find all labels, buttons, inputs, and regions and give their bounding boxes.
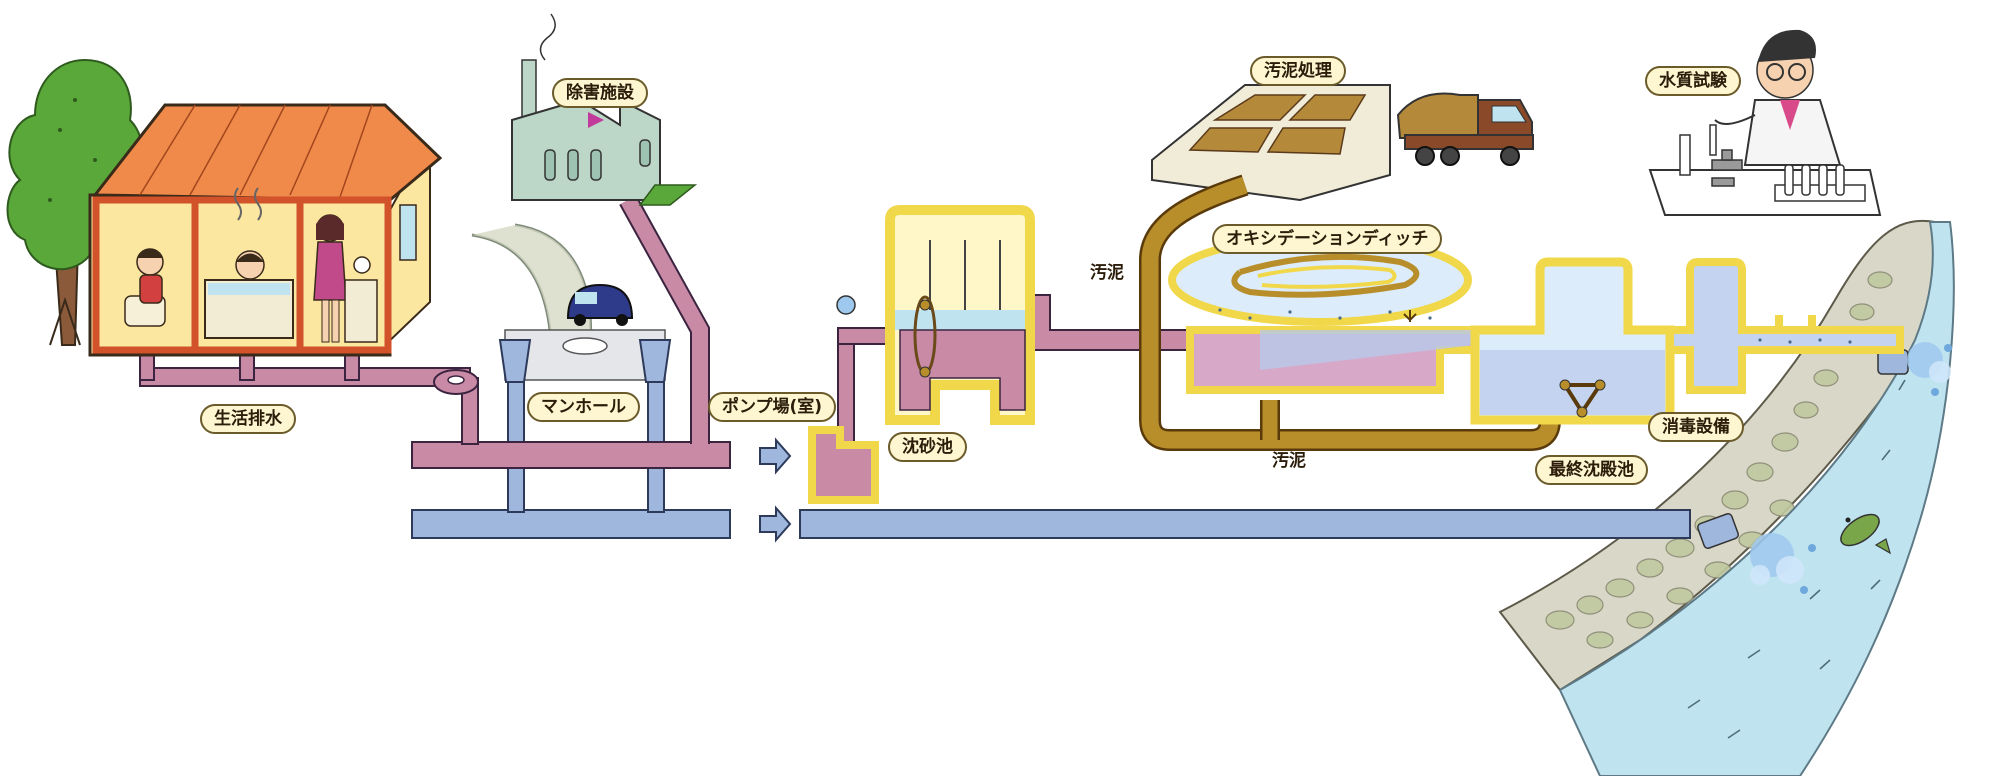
person-kitchen-icon xyxy=(313,214,378,343)
flow-arrow-sewage-icon xyxy=(759,437,792,475)
house xyxy=(88,103,443,357)
disinfection-facility xyxy=(1666,258,1904,394)
sludge-pipe xyxy=(1139,174,1561,451)
outfall-splash-upper-icon xyxy=(1877,342,1952,396)
storm-water-pipe xyxy=(411,379,1691,539)
water-quality-tester xyxy=(1648,29,1882,216)
flow-arrow-storm-icon xyxy=(759,505,792,543)
car-icon xyxy=(566,283,634,326)
label-disinfection: 消毒設備 xyxy=(1648,412,1744,442)
test-tube-rack-icon xyxy=(1774,164,1866,202)
sludge-drying-beds xyxy=(1151,84,1391,202)
label-water-quality-test: 水質試験 xyxy=(1645,66,1741,96)
fish-icon xyxy=(1840,513,1891,555)
factory xyxy=(511,13,698,206)
oxidation-ditch xyxy=(1168,234,1479,394)
grit-chamber xyxy=(885,205,1035,425)
label-sludge-upper: 汚泥 xyxy=(1090,263,1124,283)
bank-stones xyxy=(1545,271,1893,649)
label-oxidation-ditch: オキシデーションディッチ xyxy=(1212,224,1443,254)
label-grit-chamber: 沈砂池 xyxy=(888,432,967,462)
label-final-settling-tank: 最終沈殿池 xyxy=(1535,455,1648,485)
label-sludge-lower: 汚泥 xyxy=(1272,451,1306,471)
label-domestic-wastewater: 生活排水 xyxy=(200,404,296,434)
label-manhole: マンホール xyxy=(527,392,640,422)
outfall-splash-icon xyxy=(1697,513,1816,594)
person-toilet-icon xyxy=(124,248,166,327)
label-sludge-treatment: 汚泥処理 xyxy=(1250,56,1346,86)
river-water xyxy=(1558,221,1955,776)
microscope-icon xyxy=(1711,149,1743,187)
road-manhole xyxy=(471,223,672,383)
pump-station xyxy=(808,295,879,504)
person-bath-icon xyxy=(204,187,294,339)
final-settling-tank xyxy=(1470,257,1675,425)
label-pump-station: ポンプ場(室) xyxy=(708,392,837,422)
river-ripples xyxy=(1687,379,1906,739)
dump-truck-icon xyxy=(1396,92,1534,166)
label-pollution-control-facility: 除害施設 xyxy=(552,78,648,108)
flow-arrows xyxy=(759,437,792,543)
